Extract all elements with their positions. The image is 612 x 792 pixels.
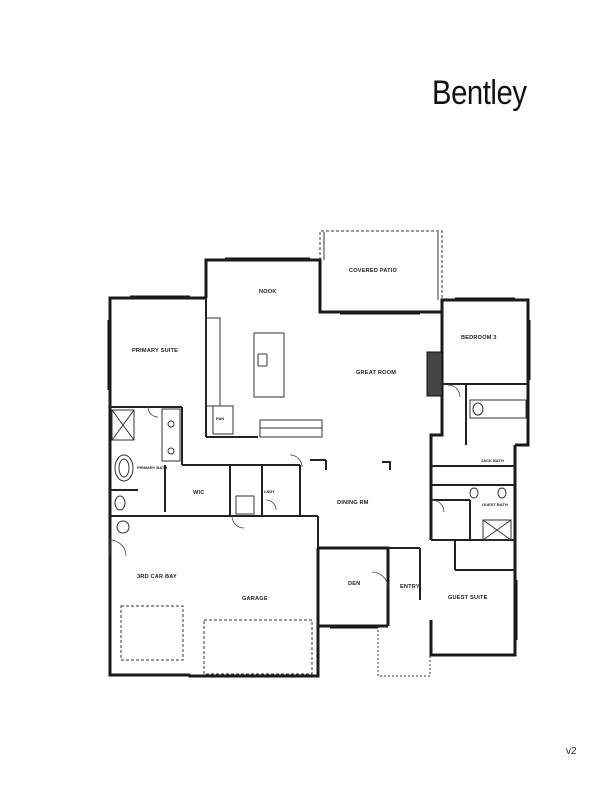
column-mark [382,461,391,470]
label-guest-bath: GUEST BATH [482,502,508,507]
exterior-walls [108,258,530,678]
label-covered-patio: COVERED PATIO [349,268,398,274]
label-third-car-bay: 3RD CAR BAY [137,574,177,580]
label-den: DEN [348,581,360,587]
label-guest-suite: GUEST SUITE [448,595,488,601]
covered-patio-outline [319,230,443,300]
label-nook: NOOK [259,289,277,295]
label-pantry: PAN [216,416,224,421]
fireplace [426,351,443,397]
label-entry: ENTRY [400,584,420,590]
label-jack-bath: JACK BATH [481,458,504,463]
label-primary-suite: PRIMARY SUITE [132,348,178,354]
label-great-room: GREAT ROOM [356,370,396,376]
windows [107,257,531,640]
label-wic: WIC [193,490,204,496]
garage-doors [120,605,313,675]
label-primary-bath: PRIMARY BATH [137,465,167,470]
version-label: v2 [566,746,577,757]
label-lndy: LNDY [264,489,275,494]
label-dining-rm: DINING RM [337,500,369,506]
label-bedroom-3: BEDROOM 3 [461,335,497,341]
label-garage: GARAGE [242,596,268,602]
bath-fixtures [111,399,527,541]
kitchen-fixtures [205,317,323,438]
door-swings [109,384,461,589]
plan-title: Bentley [432,74,527,112]
front-porch [377,626,431,677]
